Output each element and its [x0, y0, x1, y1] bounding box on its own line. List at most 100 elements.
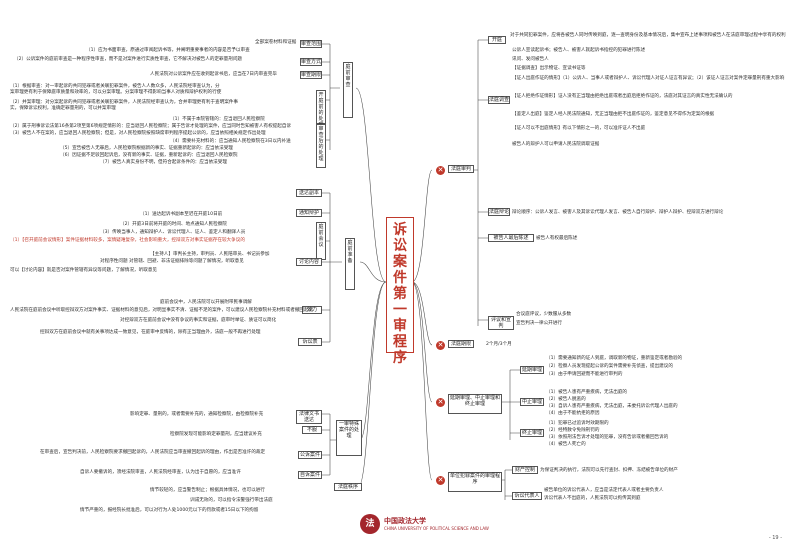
sp-text-1: 检察院发现可能影响定罪量刑，应当建议补充 [170, 432, 262, 437]
tr-text-10: 被告人有权最后陈述 [536, 236, 578, 241]
time-title: 法庭期限 [448, 340, 474, 348]
tq-text-1: （2）开庭3日前将开庭的时间、地点通知人民检察院 [120, 222, 227, 227]
node-court-investigation: 法庭调查 [488, 96, 510, 104]
tr-text-6: 【鉴定人出庭】鉴定人经人民法院通知，无正当理由拒不出庭作证的，鉴定意见不得作为定… [512, 112, 715, 117]
node-representative: 诉讼代表人 [512, 492, 542, 500]
su-text-1: （2）检察人员发现提起公诉的案件需要补充侦查，提出建议的 [546, 364, 673, 369]
tr-text-9: 辩论顺序：公诉人发言、被害人及其诉讼代理人发言、被告人自行辩护、辩护人辩护、控辩… [512, 210, 724, 215]
suspend-title: 延期审理、中止审理和终止审理 [448, 394, 502, 414]
time-marker-icon: ✕ [436, 341, 445, 350]
qs-text-3: 人民法院对公诉案件应在收到起诉书后，应当在7日内审查完毕 [150, 72, 277, 77]
logo-english: CHINA UNIVERSITY OF POLITICAL SCIENCE AN… [384, 526, 489, 531]
center-topic: 诉讼案件第一审程序 [386, 217, 414, 366]
su-text-3: （1）被告人患有严重疾病，无法出庭的 [546, 390, 628, 395]
node-court-debate: 法庭辩论 [488, 208, 510, 216]
su-text-9: （3）依照刑法告诉才处理的犯罪，没有告诉或者撤回告诉的 [546, 435, 669, 440]
tq-text-4: 【主持人】审判长主持，审判员、人民陪审员、书记员参加 [150, 252, 270, 257]
tq-text-2: （3）传唤当事人，通知辩护人、诉讼代理人、证人、鉴定人和翻译人员 [100, 230, 246, 235]
node-review-scope: 审查范围 [300, 40, 322, 48]
qs-text-4: （1）根据审查：对一审起诉的共同犯罪或者关联犯罪案件，被告人人数众多，人民法院经… [10, 84, 220, 89]
qs-text-2: （2）公诉案件的庭前审查是一种程序性审查，而不是对案件进行实质性审查，它不解决对… [14, 57, 243, 62]
node-open-court: 开庭 [488, 36, 506, 44]
su-text-4: （2）被告人脱逃的 [546, 397, 586, 402]
un-text-2: 诉讼代表人不出庭的，人民法院可以拘传其到庭 [544, 496, 641, 501]
node-final-statement: 被告人最后陈述 [488, 234, 534, 242]
qs-text-8: （1）不属于本院管辖的：应当退回人民检察院 [170, 117, 265, 122]
node-document-service: 法律文书送达 [296, 410, 322, 424]
su-text-10: （4）被告人死亡的 [546, 442, 586, 447]
time-text: 2个月/3个月 [486, 342, 512, 347]
tq-text-10: 控辩双方在庭前会议中就有关事项达成一致意见，在庭审中反悔的，除有正当理由外，法庭… [40, 330, 261, 335]
qs-text-5: 案审理更有利于保障庭审质量和效率的，可以分案审理。分案审理不得影响当事人对质和辩… [10, 90, 222, 95]
qs-text-6: （2）并案审理：对分案起诉的共同犯罪或者关联犯罪案件，人民法院经审查认为，合并审… [10, 100, 239, 105]
qs-text-11: （4）需要补充材料的：应当通知人民检察院在3日以内补送 [170, 139, 291, 144]
tq-text-6: 可以【讨论内容】就是否对案件管辖有异议等问题，了解情况，听取意见 [10, 268, 158, 273]
su-text-7: （1）犯罪已过追诉时效期限的 [546, 421, 609, 426]
qs-text-13: （6）因证据不足驳回起诉后，没有新的事实、证据，重新起诉的：应当退回人民检察院 [60, 153, 238, 158]
node-notify-defense: 通知辩护 [296, 209, 322, 217]
university-logo: 法 中国政法大学 CHINA UNIVERSITY OF POLITICAL S… [360, 514, 489, 534]
node-deliberation: 评议和宣判 [488, 316, 514, 330]
node-serve-copy: 送达副本 [296, 189, 322, 197]
logo-name: 中国政法大学 [384, 517, 426, 525]
tr-text-1: 公诉人宣读起诉书；被告人、被害人就起诉书指控的犯罪进行陈述 [512, 48, 646, 53]
su-text-5: （3）自诉人患有严重疾病，无法出庭，未委托诉讼代理人出庭的 [546, 404, 678, 409]
suspend-marker-icon: ✕ [436, 398, 445, 407]
tr-text-0: 对于共同犯罪案件，应将各被告人同时传唤到庭，逐一查明身份及基本情况后，集中宣布上… [510, 33, 786, 38]
qiansu-title: 庭前审查 [343, 62, 353, 118]
tq-text-8: 人民法院在庭前会议中听取控辩双方对案件事实、证据材料的意见后，对明显事实不清、证… [10, 308, 314, 313]
qs-text-10: （3）被告人不在案的，应当退回人民检察院；但是，对人民检察院按照缺席审判程序提起… [10, 131, 266, 136]
sp-text-2: 在审查后，宣告判决前，人民检察院要求撤回起诉的，人民法院应当审查撤回起诉的理由，… [40, 450, 266, 455]
tr-text-7: 【证人可以不出庭情形】有以下情形之一的，可以准许证人不出庭 [512, 126, 646, 131]
tq-text-9: 对控辩双方在庭前会议中没有争议的事实和证据，庭审时举证、质证可以简化 [120, 318, 277, 323]
unit-title: 单位犯罪案件的审理程序 [448, 472, 502, 492]
tr-text-5: 【证人拒绝作证情形】证人没有正当理由拒绝出庭或者出庭后拒绝作证的，法庭对其证言的… [512, 94, 733, 99]
co-text-2: 情节严重的，报经院长批准后，可以对行为人处1000元以下的罚款或者15日以下的拘… [80, 508, 259, 513]
co-text-1: 训诫无效的，可以指令法警强行带出法庭 [190, 498, 273, 503]
un-text-0: 为保证判决的执行，法院可以先行查封、扣押、冻结被告单位的财产 [540, 468, 678, 473]
node-review-method: 审查方式 [300, 58, 322, 66]
qs-text-12: （5）宣告被告人无罪后，人民检察院根据新的事实、证据重新起诉的：应当依法受理 [60, 146, 233, 151]
seal-icon: 法 [360, 514, 380, 534]
node-suspend: 中止审理 [520, 398, 544, 406]
node-effect: 效力 [302, 306, 322, 314]
court-order-title: 法庭秩序 [334, 483, 362, 491]
tq-text-7: 庭前会议中，人民法院可以开展附带民事调解 [160, 300, 252, 305]
su-text-0: （1）需要通知新的证人到庭，调取新的物证，重新鉴定或者勘验的 [546, 356, 683, 361]
qs-text-0: 全部案卷材料和证据 [255, 40, 297, 45]
co-text-0: 情节较轻的，应当警告制止；根据具体情况，也可以进行 [150, 488, 265, 493]
tq-text-3: （1）【召开庭前会议情形】案件证据材料较多，案情疑难复杂，社会影响重大，控辩双方… [10, 238, 245, 243]
trial-marker-icon: ✕ [436, 166, 445, 175]
sp-text-3: 自诉人要撤诉的，须经法院审查，人民法院经审查，认为出于自愿的，应当准许 [80, 470, 241, 475]
sp-text-0: 影响定罪、量刑的，或者需要补充的，通知检察院，由检察院补充 [130, 412, 264, 417]
unit-marker-icon: ✕ [436, 476, 445, 485]
un-text-1: 被告单位的诉讼代表人，应当是法定代表人或者主要负责人 [544, 488, 664, 493]
qs-text-9: （2）属于刑事诉讼法第16条第2项至第6项规定情形的：应当退回人民检察院；属于告… [10, 124, 292, 129]
node-public-case: 公诉案件 [298, 451, 322, 459]
qs-text-7: 实，保障诉讼权利，准确定罪量刑的，可以并案审理 [10, 106, 116, 111]
tr-text-2: 讯问、发问被告人 [512, 57, 549, 62]
su-text-6: （4）由于不能抗拒的原因 [546, 411, 600, 416]
qs-text-1: （1）应为书面审查，原通过审阅起诉书等，并阐明重要事者的内容是否予以审查 [86, 48, 250, 53]
node-discussion-content: 讨论内容 [296, 258, 322, 266]
node-disagree: 不服 [302, 426, 322, 434]
node-post-review-handling: 审查后的处理 [316, 124, 326, 168]
special-title: 一审特殊案件的处理 [336, 420, 362, 456]
qs-text-14: （7）被告人真实身份不明，但符合起诉条件的：应当依法受理 [100, 160, 227, 165]
node-terminate: 终止审理 [520, 429, 544, 437]
tq-text-0: （1）送达起诉书副本至迟在开庭10日前 [140, 212, 223, 217]
tr-text-4: 【证人出庭作证的情形】（1）公诉人、当事人或者辩护人、诉讼代理人对证人证言有异议… [512, 76, 785, 81]
page-number: - 19 - [768, 535, 782, 541]
su-text-2: （3）由于申请回避而不能进行审判的 [546, 372, 623, 377]
tq-text-5: 对程序性问题 对管辖、回避、非法证据排除等问题了解情况，听取意见 [100, 259, 244, 264]
tr-text-11: 合议庭评议，少数服从多数 [516, 312, 572, 317]
node-postpone: 延期审理 [520, 366, 544, 374]
node-review-period: 审查期限 [300, 71, 322, 79]
node-pretrial-conference: 庭前会议 [316, 222, 326, 260]
tr-text-12: 宣告判决一律公开进行 [516, 321, 562, 326]
tr-text-8: 被告人的辩护人可以申请人民法院调取证据 [512, 142, 600, 147]
node-litigation-list: 诉讼表 [298, 338, 322, 346]
tingqian-title: 庭前准备 [345, 238, 355, 290]
node-private-case: 自诉案件 [298, 471, 322, 479]
